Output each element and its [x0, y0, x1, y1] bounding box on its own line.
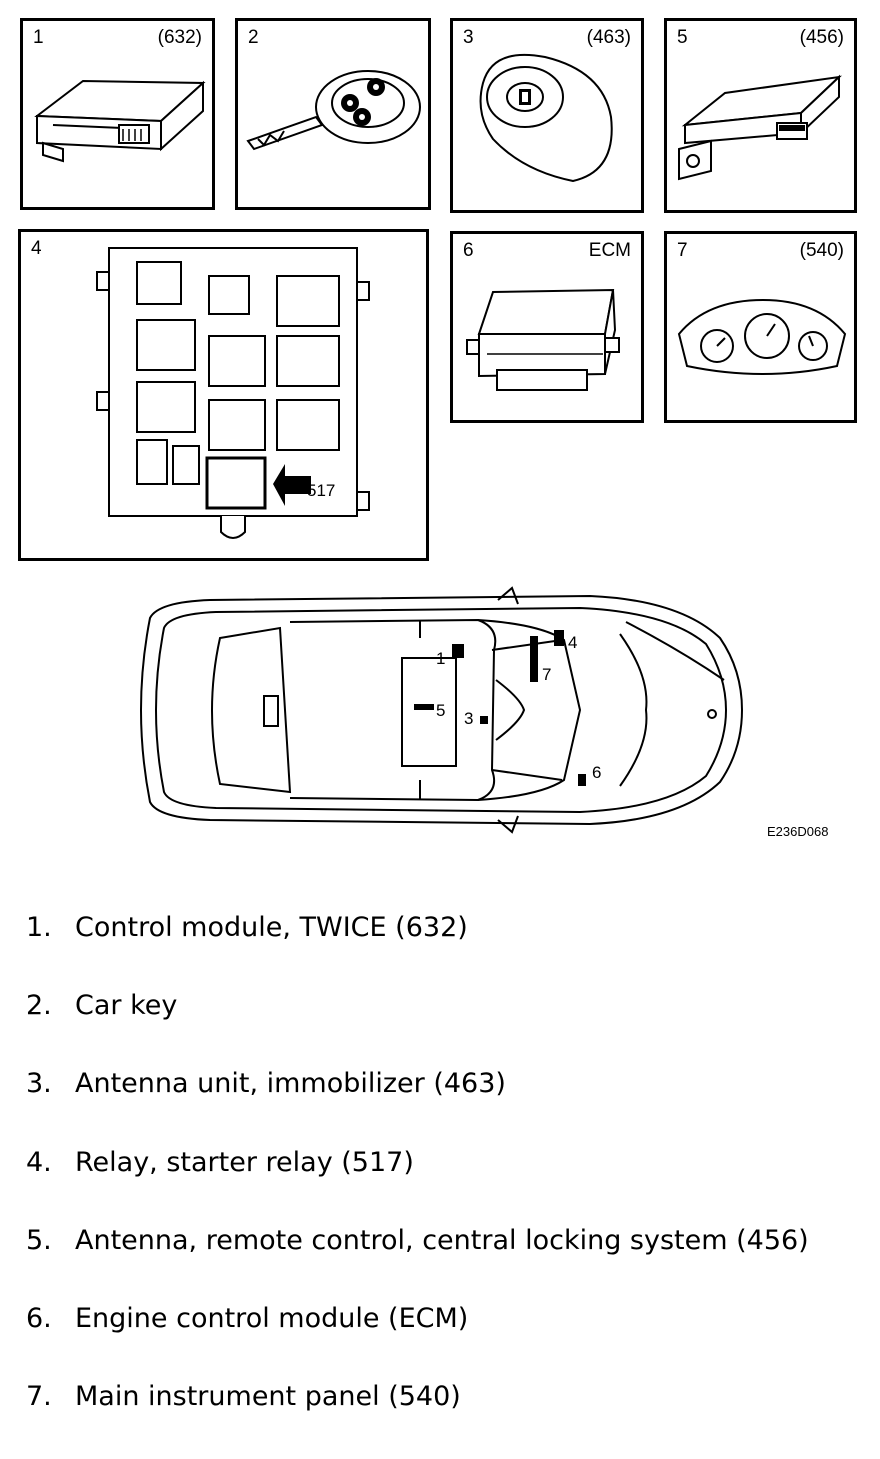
- car-top-view: 1 3 4 5 6 7: [140, 586, 744, 834]
- legend-item: 5. Antenna, remote control, central locki…: [26, 1225, 809, 1303]
- panel-car-key: 2: [235, 18, 431, 210]
- panel-control-module: 1 (632): [20, 18, 215, 210]
- legend-text: Antenna unit, immobilizer (463): [75, 1068, 506, 1100]
- legend-text: Main instrument panel (540): [75, 1381, 461, 1413]
- panel-code: (632): [157, 27, 202, 48]
- panel-code: ECM: [588, 240, 631, 261]
- legend-item: 2. Car key: [26, 990, 809, 1068]
- legend-list: 1.Control module, TWICE (632) 2.Car key …: [26, 912, 809, 1459]
- panel-number: 4: [31, 238, 42, 259]
- legend-number: 5.: [26, 1224, 52, 1256]
- panel-number: 7: [677, 240, 688, 261]
- antenna-remote-drawing: [678, 74, 842, 181]
- panel-instrument-panel: 7 (540): [664, 231, 857, 423]
- car-marker-4: 4: [568, 633, 577, 652]
- legend-text: Relay, starter relay (517): [75, 1146, 414, 1178]
- relay-label: 517: [307, 481, 335, 500]
- legend-number: 1.: [26, 912, 52, 943]
- car-marker-6: 6: [592, 763, 601, 782]
- car-marker-5: 5: [436, 701, 445, 720]
- panel-code: (540): [799, 240, 844, 261]
- ecm-drawing: [466, 288, 620, 391]
- legend-item: 6. Engine control module (ECM): [26, 1303, 809, 1381]
- control-module-drawing: [34, 79, 206, 163]
- panel-antenna-immobilizer: 3 (463): [450, 18, 644, 213]
- legend-text: Engine control module (ECM): [75, 1302, 469, 1334]
- legend-number: 4.: [26, 1146, 52, 1178]
- panel-antenna-remote: 5 (456): [664, 18, 857, 213]
- legend-number: 7.: [26, 1381, 52, 1413]
- legend-text: Antenna, remote control, central locking…: [75, 1224, 809, 1256]
- legend-number: 3.: [26, 1068, 52, 1100]
- panel-code: (463): [586, 27, 631, 48]
- panel-number: 2: [248, 27, 259, 48]
- legend-text: Control module, TWICE (632): [75, 912, 468, 943]
- panel-number: 5: [677, 27, 688, 48]
- panel-number: 3: [463, 27, 474, 48]
- figure-id: E236D068: [767, 824, 829, 839]
- legend-item: 1. Control module, TWICE (632): [26, 912, 809, 990]
- panel-code: (456): [799, 27, 844, 48]
- panel-number: 6: [463, 240, 474, 261]
- legend-number: 2.: [26, 990, 52, 1022]
- antenna-immobilizer-drawing: [479, 53, 613, 183]
- instrument-panel-drawing: [677, 298, 847, 375]
- car-marker-7: 7: [542, 665, 551, 684]
- panel-ecm: 6 ECM: [450, 231, 644, 423]
- legend-item: 3. Antenna unit, immobilizer (463): [26, 1068, 809, 1146]
- panel-number: 1: [33, 27, 44, 48]
- car-key-drawing: [246, 70, 421, 151]
- car-marker-1: 1: [436, 649, 445, 668]
- car-marker-3: 3: [464, 709, 473, 728]
- legend-number: 6.: [26, 1302, 52, 1334]
- legend-text: Car key: [75, 990, 178, 1022]
- legend-item: 4. Relay, starter relay (517): [26, 1147, 809, 1225]
- legend-item: 7. Main instrument panel (540): [26, 1381, 809, 1459]
- relay-box-drawing: 517: [96, 247, 370, 539]
- panel-relay-box: 4 517: [18, 229, 429, 561]
